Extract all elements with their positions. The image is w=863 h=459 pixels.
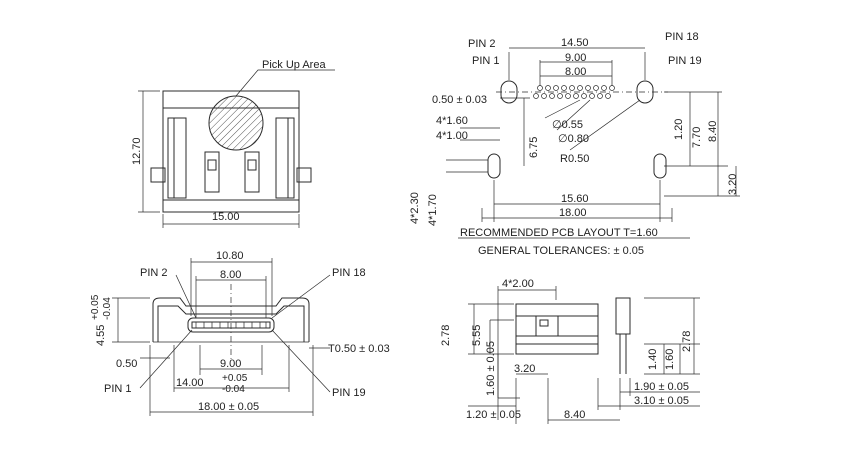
pcb-dim-1-20: 1.20 <box>673 119 685 140</box>
front-dim-4-55: 4.55 <box>95 325 107 346</box>
pcb-dia-0-80: ∅0.80 <box>558 133 589 145</box>
pcb-dim-15-60: 15.60 <box>561 193 589 205</box>
side-dim-1-90: 1.90 ± 0.05 <box>634 381 689 393</box>
pcb-dim-4x1-00: 4*1.00 <box>436 130 468 142</box>
pcb-radius: R0.50 <box>560 153 589 165</box>
top-view-height-dim: 12.70 <box>131 137 143 165</box>
top-view-width-dim: 15.00 <box>212 211 240 223</box>
pad-row <box>533 85 615 99</box>
pcb-recommended-label: RECOMMENDED PCB LAYOUT T=1.60 <box>460 227 658 239</box>
front-pin1-label: PIN 1 <box>104 383 132 395</box>
side-dim-8-40: 8.40 <box>564 409 585 421</box>
pcb-pin18-label: PIN 18 <box>665 31 699 43</box>
pcb-dim-14-50: 14.50 <box>561 37 589 49</box>
pcb-pin19-label: PIN 19 <box>668 55 702 67</box>
side-dim-5-55: 5.55 <box>471 325 483 346</box>
front-dim-14-plus: +0.05 <box>222 373 248 384</box>
pcb-dim-8-40: 8.40 <box>707 121 719 142</box>
front-dim-4-55-minus: -0.04 <box>102 297 113 320</box>
top-view <box>138 69 335 228</box>
side-dim-1-40: 1.40 <box>647 349 659 370</box>
front-dim-18-00: 18.00 ± 0.05 <box>198 401 259 413</box>
side-dim-1-60: 1.60 ± 0.05 <box>485 341 497 396</box>
pickup-area-label: Pick Up Area <box>262 59 326 71</box>
pickup-area-circle <box>208 95 264 151</box>
pcb-pin2-label: PIN 2 <box>468 38 496 50</box>
side-dim-3-20: 3.20 <box>514 363 535 375</box>
front-view <box>112 258 331 416</box>
pcb-tolerances-label: GENERAL TOLERANCES: ± 0.05 <box>478 245 644 257</box>
front-dim-9-00: 9.00 <box>220 358 241 370</box>
pcb-dim-9-00: 9.00 <box>565 52 586 64</box>
front-dim-0-50: 0.50 <box>116 358 137 370</box>
pcb-pin1-label: PIN 1 <box>472 55 500 67</box>
side-dim-2-78b: 2.78 <box>681 331 693 352</box>
pcb-pitch-dim: 0.50 ± 0.03 <box>432 94 487 106</box>
front-dim-14-00: 14.00 <box>176 377 204 389</box>
pcb-dim-4x2-30: 4*2.30 <box>409 192 421 224</box>
front-dim-4-55-plus: +0.05 <box>90 294 101 320</box>
front-dim-8-00: 8.00 <box>220 269 241 281</box>
pcb-dim-8-00: 8.00 <box>565 66 586 78</box>
side-dim-2-78: 2.78 <box>440 325 452 346</box>
side-dim-3-10: 3.10 ± 0.05 <box>634 395 689 407</box>
pcb-layout-view <box>446 47 740 239</box>
pcb-dim-3-20: 3.20 <box>727 174 739 195</box>
front-dim-10-80: 10.80 <box>216 250 244 262</box>
pcb-dim-7-70: 7.70 <box>691 127 703 148</box>
side-dim-4x2-00: 4*2.00 <box>502 278 534 290</box>
side-view <box>468 286 700 424</box>
front-pin2-label: PIN 2 <box>140 267 168 279</box>
front-dim-14-minus: -0.04 <box>222 384 245 395</box>
pcb-dim-4x1-70: 4*1.70 <box>427 194 439 226</box>
side-dim-1-20: 1.20 ± 0.05 <box>466 409 521 421</box>
front-pin19-label: PIN 19 <box>332 387 366 399</box>
pcb-dim-6-75: 6.75 <box>528 137 540 158</box>
side-dim-1-60b: 1.60 <box>664 349 676 370</box>
pcb-dia-0-55: ∅0.55 <box>552 119 583 131</box>
pcb-dim-18-00: 18.00 <box>559 207 587 219</box>
pcb-dim-4x1-60: 4*1.60 <box>436 115 468 127</box>
front-thickness: T0.50 ± 0.03 <box>328 343 390 355</box>
front-pin18-label: PIN 18 <box>332 267 366 279</box>
